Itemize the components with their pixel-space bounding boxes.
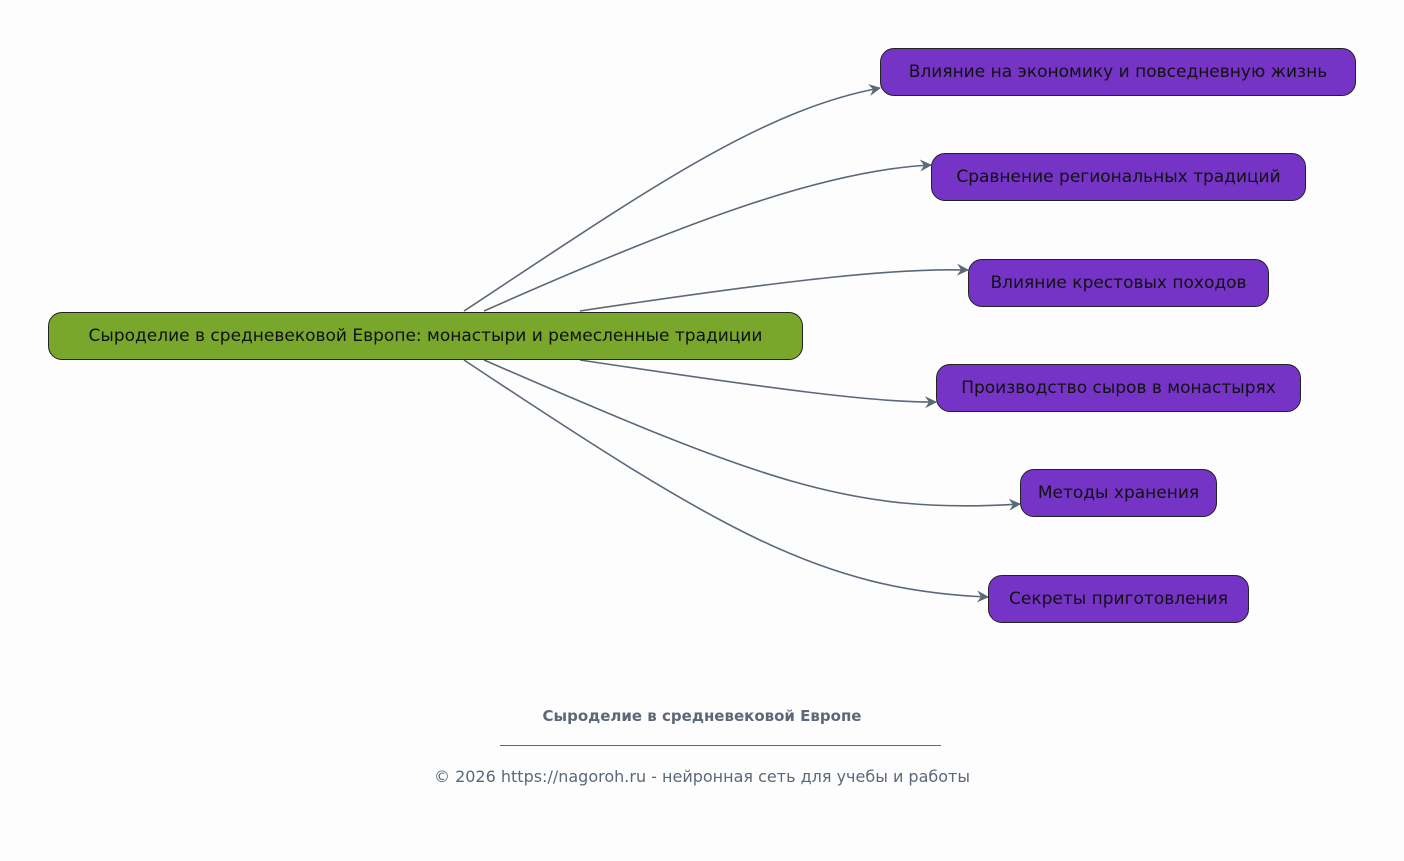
edge-root-to-child-2 — [483, 159, 932, 312]
child-node-label: Методы хранения — [1037, 483, 1200, 503]
edge-root-to-child-6 — [463, 359, 989, 603]
child-node-crusades[interactable]: Влияние крестовых походов — [968, 259, 1269, 307]
child-node-monastery-production[interactable]: Производство сыров в монастырях — [936, 364, 1301, 412]
child-node-label: Сравнение региональных традиций — [956, 167, 1281, 187]
child-node-label: Производство сыров в монастырях — [961, 378, 1276, 398]
edge-root-to-child-3 — [579, 263, 969, 312]
child-node-cooking-secrets[interactable]: Секреты приготовления — [988, 575, 1249, 623]
child-node-storage-methods[interactable]: Методы хранения — [1020, 469, 1217, 517]
edge-root-to-child-4 — [579, 359, 937, 409]
root-node-label: Сыроделие в средневековой Европе: монаст… — [88, 326, 763, 346]
footer-copyright: © 2026 https://nagoroh.ru - нейронная се… — [433, 767, 970, 786]
child-node-label: Влияние на экономику и повседневную жизн… — [908, 62, 1328, 82]
edge-root-to-child-5 — [483, 359, 1021, 511]
edge-root-to-child-1 — [463, 84, 881, 312]
footer-divider — [500, 745, 941, 746]
child-node-label: Секреты приготовления — [1009, 589, 1228, 609]
footer-title: Сыроделие в средневековой Европе — [542, 707, 862, 725]
child-node-label: Влияние крестовых походов — [990, 273, 1247, 293]
root-node[interactable]: Сыроделие в средневековой Европе: монаст… — [48, 312, 803, 360]
child-node-regional-traditions[interactable]: Сравнение региональных традиций — [931, 153, 1306, 201]
child-node-economy[interactable]: Влияние на экономику и повседневную жизн… — [880, 48, 1356, 96]
